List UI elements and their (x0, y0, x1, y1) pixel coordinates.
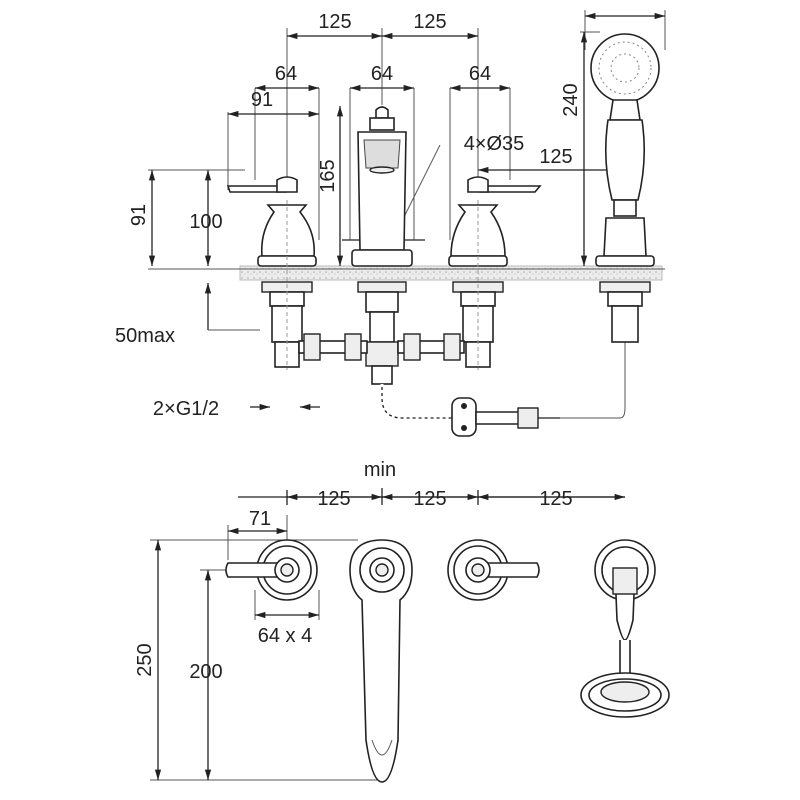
dim-thread: 2×G1/2 (153, 398, 320, 420)
dim-spout-height: 165 (317, 106, 344, 266)
dim-handle-reach: 91 (227, 89, 319, 190)
label-plan-spacing-c: 125 (539, 488, 572, 510)
label-plan-spacing-b: 125 (413, 488, 446, 510)
shower-hose (380, 340, 626, 437)
label-plan-depth-spout: 200 (189, 661, 222, 683)
dim-shower-offset: 125 (478, 146, 625, 174)
label-handle-width-right: 64 (469, 63, 491, 85)
label-plan-spacing-a: 125 (317, 488, 350, 510)
dim-plan-spacing: 125 125 125 (238, 488, 625, 510)
plan-view: min 125 125 125 71 64 x 4 (134, 459, 670, 783)
label-handle-reach: 91 (251, 89, 273, 111)
front-view: 125 125 64 64 64 91 (115, 10, 666, 437)
dim-handle-heights: 91 100 (128, 169, 245, 266)
label-shower-offset: 125 (539, 146, 572, 168)
label-shower-height: 240 (560, 83, 582, 116)
label-spacing-top-right: 125 (413, 11, 446, 33)
label-plan-rosette: 64 x 4 (258, 625, 312, 647)
dim-plan-rosette: 64 x 4 (254, 590, 320, 647)
center-spout (351, 106, 413, 385)
label-min: min (364, 459, 396, 481)
dim-deck-max: 50max (115, 283, 260, 347)
plan-spout (349, 539, 413, 783)
dim-spacing-top: 125 125 (286, 11, 479, 180)
label-plan-depth-total: 250 (134, 643, 156, 676)
label-handle-width-left: 64 (275, 63, 297, 85)
label-plan-handle-offset: 71 (249, 508, 271, 530)
label-spout-height: 165 (317, 159, 339, 192)
dim-handle-widths: 64 64 64 (254, 63, 511, 240)
label-thread: 2×G1/2 (153, 398, 219, 420)
label-deck-height-b: 100 (189, 211, 222, 233)
label-handle-width-center: 64 (371, 63, 393, 85)
plan-right-handle (447, 539, 540, 601)
dim-plan-depth: 250 200 (134, 539, 380, 781)
label-spout-diameter: 4×Ø35 (464, 133, 525, 155)
left-valve (226, 176, 317, 370)
label-spacing-top-left: 125 (318, 11, 351, 33)
plan-hand-shower (580, 539, 670, 718)
right-valve (448, 176, 542, 370)
hand-shower (590, 33, 660, 343)
label-deck-height-a: 91 (128, 204, 150, 226)
deck-surface (239, 265, 663, 281)
label-deck-max: 50max (115, 325, 175, 347)
dim-shower-height: 240 (560, 10, 666, 266)
plan-left-handle (225, 539, 318, 601)
connector-pipes (298, 333, 465, 361)
